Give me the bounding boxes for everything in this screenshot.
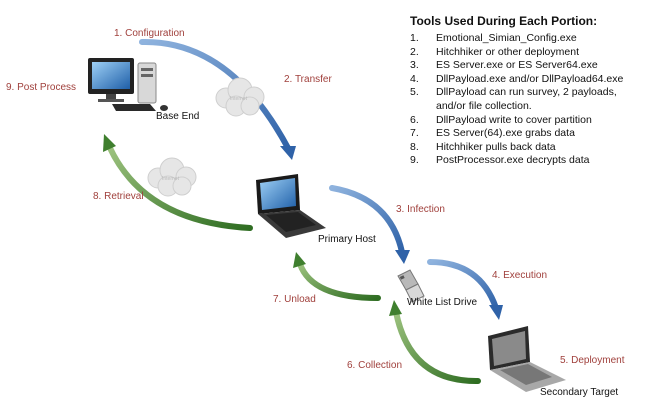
tools-list-item: 9.PostProcessor.exe decrypts data — [410, 154, 590, 167]
tools-list-item: 1.Emotional_Simian_Config.exe — [410, 32, 577, 44]
cloud-label: Internet — [230, 96, 248, 102]
arrow-retrieval — [103, 134, 253, 231]
tools-list-item: 5.DllPayload can run survey, 2 payloads,… — [410, 86, 617, 112]
internet-cloud-upper: Internet — [215, 77, 265, 117]
arrow-execution — [427, 259, 503, 320]
arrow-infection — [329, 185, 410, 264]
usb-drive-icon — [397, 269, 425, 303]
step-configuration-label: 1. Configuration — [114, 28, 185, 39]
tools-list-item: 4.DllPayload.exe and/or DllPayload64.exe — [410, 72, 624, 85]
tools-list: 1.Emotional_Simian_Config.exe 2.Hitchhik… — [410, 32, 646, 168]
step-transfer-label: 2. Transfer — [284, 74, 332, 85]
node-base-end-label: Base End — [156, 111, 200, 122]
node-white-list-drive-label: White List Drive — [407, 297, 478, 308]
node-primary-host-label: Primary Host — [318, 234, 376, 245]
tools-list-item: 3.ES Server.exe or ES Server64.exe — [410, 59, 598, 72]
tools-title: Tools Used During Each Portion: — [410, 14, 598, 28]
arrow-transfer — [139, 38, 296, 160]
tools-panel: Tools Used During Each Portion: 1.Emotio… — [410, 14, 646, 168]
cloud-label: Internet — [162, 176, 180, 182]
desktop-computer-icon — [88, 58, 168, 111]
tools-list-item: 7.ES Server(64).exe grabs data — [410, 127, 575, 140]
tools-list-item: 6.DllPayload write to cover partition — [410, 113, 592, 126]
step-retrieval-label: 8. Retrieval — [93, 191, 144, 202]
laptop-primary-icon — [256, 174, 326, 238]
step-collection-label: 6. Collection — [347, 360, 403, 371]
tools-list-item: 8.Hitchhiker pulls back data — [410, 140, 556, 153]
step-infection-label: 3. Infection — [396, 204, 445, 215]
arrow-unload — [293, 252, 381, 301]
step-unload-label: 7. Unload — [273, 294, 316, 305]
step-execution-label: 4. Execution — [492, 270, 548, 281]
arrow-collection — [389, 300, 481, 385]
internet-cloud-lower: Internet — [147, 157, 197, 197]
tools-list-item: 2.Hitchhiker or other deployment — [410, 45, 579, 58]
step-deployment-label: 5. Deployment — [560, 355, 625, 366]
step-post-process-label: 9. Post Process — [6, 82, 77, 93]
laptop-secondary-icon — [488, 326, 566, 392]
node-secondary-target-label: Secondary Target — [540, 387, 619, 398]
